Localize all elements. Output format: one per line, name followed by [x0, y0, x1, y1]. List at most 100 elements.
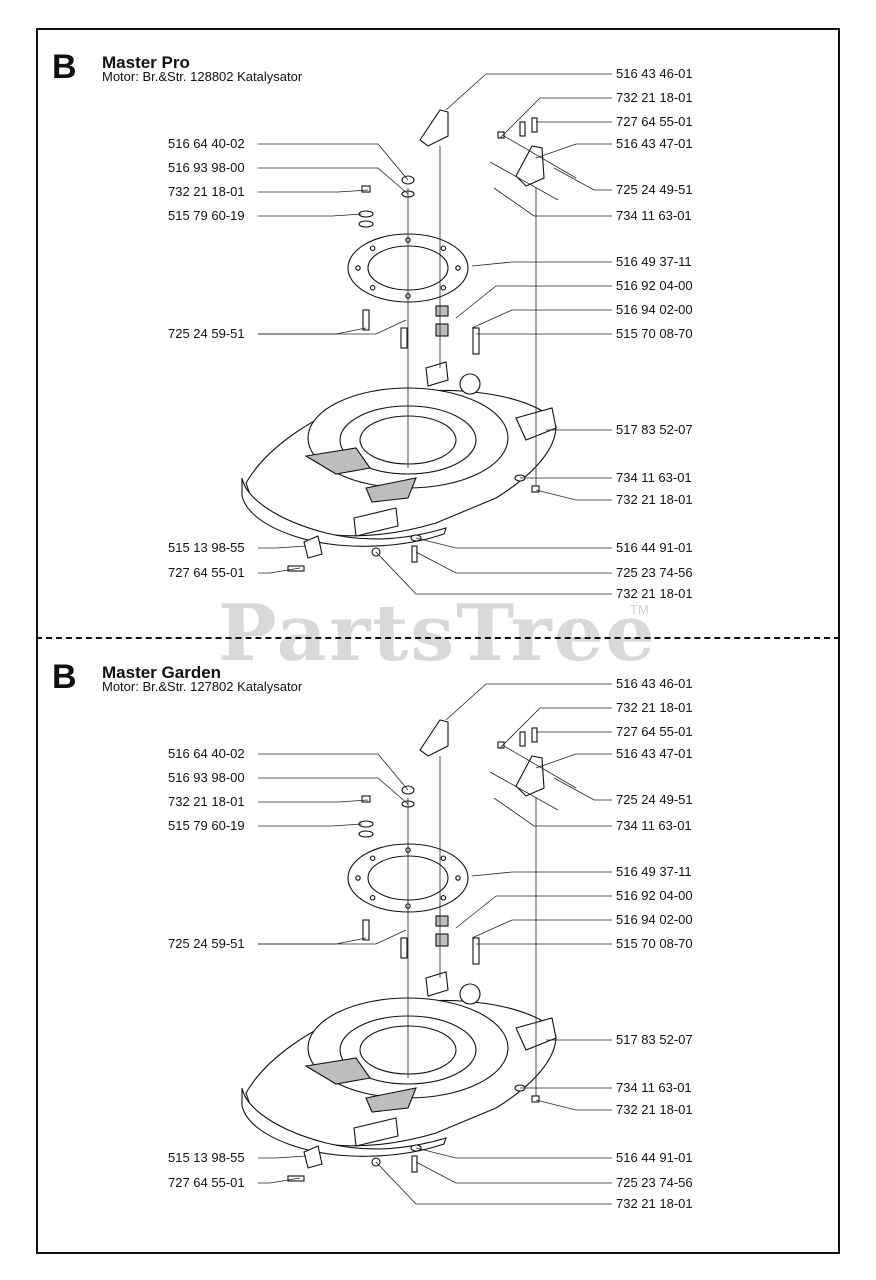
part-number-label: 732 21 18-01	[616, 1196, 693, 1211]
leader-line	[375, 1161, 612, 1205]
part-number-label: 515 13 98-55	[168, 540, 245, 555]
leader-line	[535, 1099, 612, 1111]
plate-bolt-hole	[440, 245, 447, 251]
plate-bolt-hole	[440, 285, 447, 291]
part-number-label: 515 79 60-19	[168, 818, 245, 833]
part-number-label: 516 94 02-00	[616, 302, 693, 317]
deck-chute-shade-2	[365, 477, 417, 503]
long-screw	[472, 327, 480, 355]
leader-line	[258, 545, 307, 549]
leader-line	[258, 1177, 301, 1184]
clip	[303, 1145, 323, 1169]
hex-nut	[361, 185, 371, 193]
part-number-label: 727 64 55-01	[168, 565, 245, 580]
leader-line	[499, 97, 612, 139]
leader-line	[258, 143, 409, 181]
plate-bolt-hole	[355, 875, 361, 881]
plate-bolt-hole	[440, 855, 447, 861]
part-number-label: 725 24 59-51	[168, 936, 245, 951]
deck-front-mount	[353, 1117, 399, 1147]
section-divider	[36, 637, 840, 639]
deck-bolt	[411, 1155, 418, 1173]
height-bracket	[419, 109, 449, 147]
part-number-label: 516 64 40-02	[168, 136, 245, 151]
bolt	[400, 937, 408, 959]
lower-nut	[531, 1095, 540, 1103]
leader-line	[535, 753, 612, 769]
part-number-label: 727 64 55-01	[616, 724, 693, 739]
leader-line	[535, 143, 612, 159]
section-master-garden: B Master Garden Motor: Br.&Str. 127802 K…	[36, 638, 840, 1248]
part-number-label: 725 23 74-56	[616, 1175, 693, 1190]
part-number-label: 732 21 18-01	[616, 492, 693, 507]
leader-line	[493, 187, 612, 217]
leader-line	[415, 537, 612, 549]
part-number-label: 734 11 63-01	[616, 818, 692, 833]
deck-skirt	[241, 477, 447, 547]
plate-bolt-hole	[455, 875, 461, 881]
plate-bolt-hole	[440, 895, 447, 901]
section-title: Master Garden	[102, 663, 222, 682]
plate-bolt-hole	[369, 895, 376, 901]
part-number-label: 516 43 47-01	[616, 746, 693, 761]
part-number-label: 516 43 46-01	[616, 66, 693, 81]
height-bracket	[419, 719, 449, 757]
part-number-label: 732 21 18-01	[168, 184, 245, 199]
plate-bolt-hole	[369, 855, 376, 861]
plate-bolt-hole	[355, 265, 361, 271]
leader-line	[258, 213, 363, 217]
leader-line	[471, 871, 612, 877]
leader-line	[499, 707, 612, 749]
bolt	[400, 327, 408, 349]
part-number-label: 516 92 04-00	[616, 888, 693, 903]
rubber-block-2	[435, 323, 449, 337]
part-number-label: 515 70 08-70	[616, 326, 693, 341]
part-number-label: 516 94 02-00	[616, 912, 693, 927]
leader-line	[258, 929, 407, 945]
leader-line	[535, 489, 612, 501]
deck-boss	[459, 983, 481, 1005]
spring-washer-2	[358, 830, 374, 838]
bracket-bolt	[531, 117, 538, 133]
bracket-nut	[497, 131, 505, 139]
part-number-label: 734 11 63-01	[616, 208, 692, 223]
part-number-label: 516 43 47-01	[616, 136, 693, 151]
part-number-label: 727 64 55-01	[168, 1175, 245, 1190]
part-number-label: 732 21 18-01	[616, 90, 693, 105]
part-number-label: 516 44 91-01	[616, 540, 693, 555]
part-number-label: 725 24 59-51	[168, 326, 245, 341]
plate-bolt-hole	[455, 265, 461, 271]
deck-chute-shade	[304, 1057, 371, 1085]
part-number-label: 734 11 63-01	[616, 1080, 692, 1095]
leader-line	[415, 1161, 612, 1184]
leader-line	[445, 73, 612, 111]
leader-line	[258, 753, 409, 791]
part-number-label: 732 21 18-01	[168, 794, 245, 809]
exploded-diagram: 516 43 46-01 732 21 18-01 727 64 55-01 516 …	[168, 66, 693, 601]
leader-line	[415, 1147, 612, 1159]
part-number-label: 516 93 98-00	[168, 160, 245, 175]
part-number-label: 516 92 04-00	[616, 278, 693, 293]
leader-line	[445, 683, 612, 721]
bracket-nut	[497, 741, 505, 749]
leader-line	[471, 261, 612, 267]
part-number-label: 725 23 74-56	[616, 565, 693, 580]
section-title: Master Pro	[102, 53, 190, 72]
part-number-label: 732 21 18-01	[616, 700, 693, 715]
part-number-label: 725 24 49-51	[616, 182, 693, 197]
leader-line	[455, 895, 612, 929]
plate-bolt-hole	[369, 245, 376, 251]
deck-bolt	[411, 545, 418, 563]
part-number-label: 516 64 40-02	[168, 746, 245, 761]
part-number-label: 725 24 49-51	[616, 792, 693, 807]
deck-front-mount	[353, 507, 399, 537]
leader-line	[258, 567, 301, 574]
part-number-label: 516 44 91-01	[616, 1150, 693, 1165]
bolt-axis-2	[489, 771, 559, 811]
leader-line	[471, 919, 612, 939]
leader-line	[258, 1155, 307, 1159]
rubber-block	[435, 915, 449, 927]
part-number-label: 516 49 37-11	[616, 254, 692, 269]
section-motor: Motor: Br.&Str. 128802 Katalysator	[102, 69, 303, 84]
leader-line	[258, 319, 407, 335]
